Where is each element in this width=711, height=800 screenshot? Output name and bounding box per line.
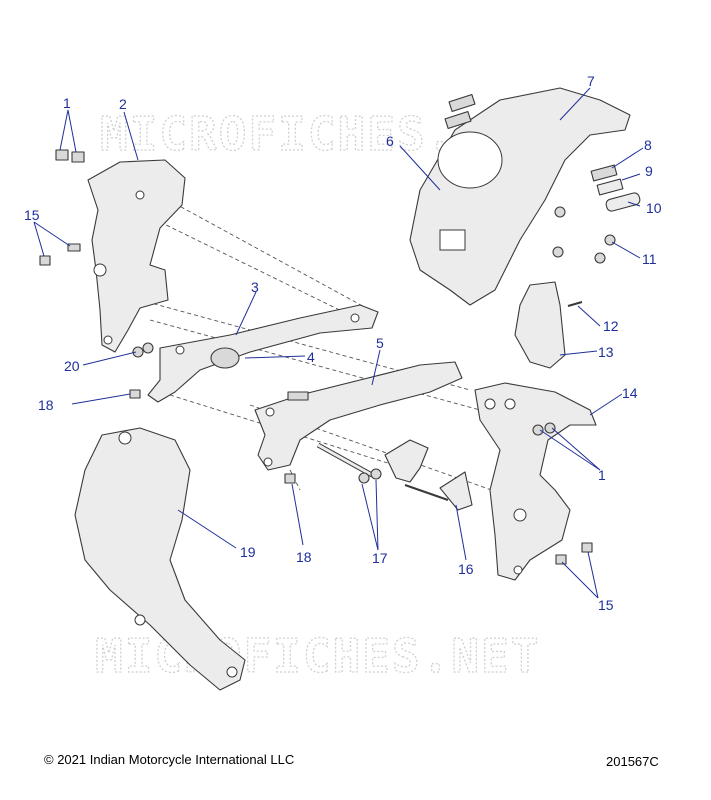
callout-17: 17 xyxy=(372,550,388,566)
lower-cross-arm-part xyxy=(254,361,463,471)
callout-14: 14 xyxy=(622,385,638,401)
callout-20: 20 xyxy=(64,358,80,374)
callout-8: 8 xyxy=(644,137,652,153)
upper-cross-arm-part xyxy=(147,304,379,403)
callout-9: 9 xyxy=(645,163,653,179)
lower-shield-part xyxy=(514,281,566,369)
bracket-plate-pair xyxy=(384,439,473,511)
nut-pair-left xyxy=(132,342,154,358)
upper-right-housing-part xyxy=(409,87,631,306)
lower-housing-part xyxy=(74,427,246,691)
callout-2: 2 xyxy=(119,96,127,112)
callout-4: 4 xyxy=(307,349,315,365)
callout-7: 7 xyxy=(587,73,595,89)
pad-pair-top xyxy=(444,93,476,130)
callout-12: 12 xyxy=(603,318,619,334)
alignment-lines xyxy=(139,189,521,501)
screw-set xyxy=(552,206,616,264)
bolt-middle-18 xyxy=(284,473,296,484)
callout-1-upper-left: 1 xyxy=(63,95,71,111)
pad-stack-right xyxy=(590,164,641,212)
bolt-pair-left xyxy=(39,243,81,266)
callout-19: 19 xyxy=(240,544,256,560)
rod-pair xyxy=(316,442,382,484)
bolt-left-18 xyxy=(129,389,141,399)
callout-5: 5 xyxy=(376,335,384,351)
bolt-pair-right xyxy=(532,422,556,436)
callout-18-left: 18 xyxy=(38,397,54,413)
callout-15-left: 15 xyxy=(24,207,40,223)
callout-13: 13 xyxy=(598,344,614,360)
callout-labels: 1 2 3 4 5 6 7 8 9 10 11 12 13 14 15 15 xyxy=(24,73,662,613)
callout-1-right: 1 xyxy=(598,467,606,483)
clip-part xyxy=(567,301,583,307)
bolt-pair-lower-right xyxy=(555,542,593,565)
bolt-pair-upper-left xyxy=(55,149,85,163)
callout-10: 10 xyxy=(646,200,662,216)
callout-15-right: 15 xyxy=(598,597,614,613)
callout-6: 6 xyxy=(386,133,394,149)
left-upper-bracket-part xyxy=(87,159,186,353)
copyright-notice: © 2021 Indian Motorcycle International L… xyxy=(44,752,295,767)
right-bracket-part xyxy=(474,382,597,581)
callout-11: 11 xyxy=(642,251,657,267)
callout-16: 16 xyxy=(458,561,474,577)
figure-id: 201567C xyxy=(606,754,659,769)
callout-18-middle: 18 xyxy=(296,549,312,565)
callout-3: 3 xyxy=(251,279,259,295)
